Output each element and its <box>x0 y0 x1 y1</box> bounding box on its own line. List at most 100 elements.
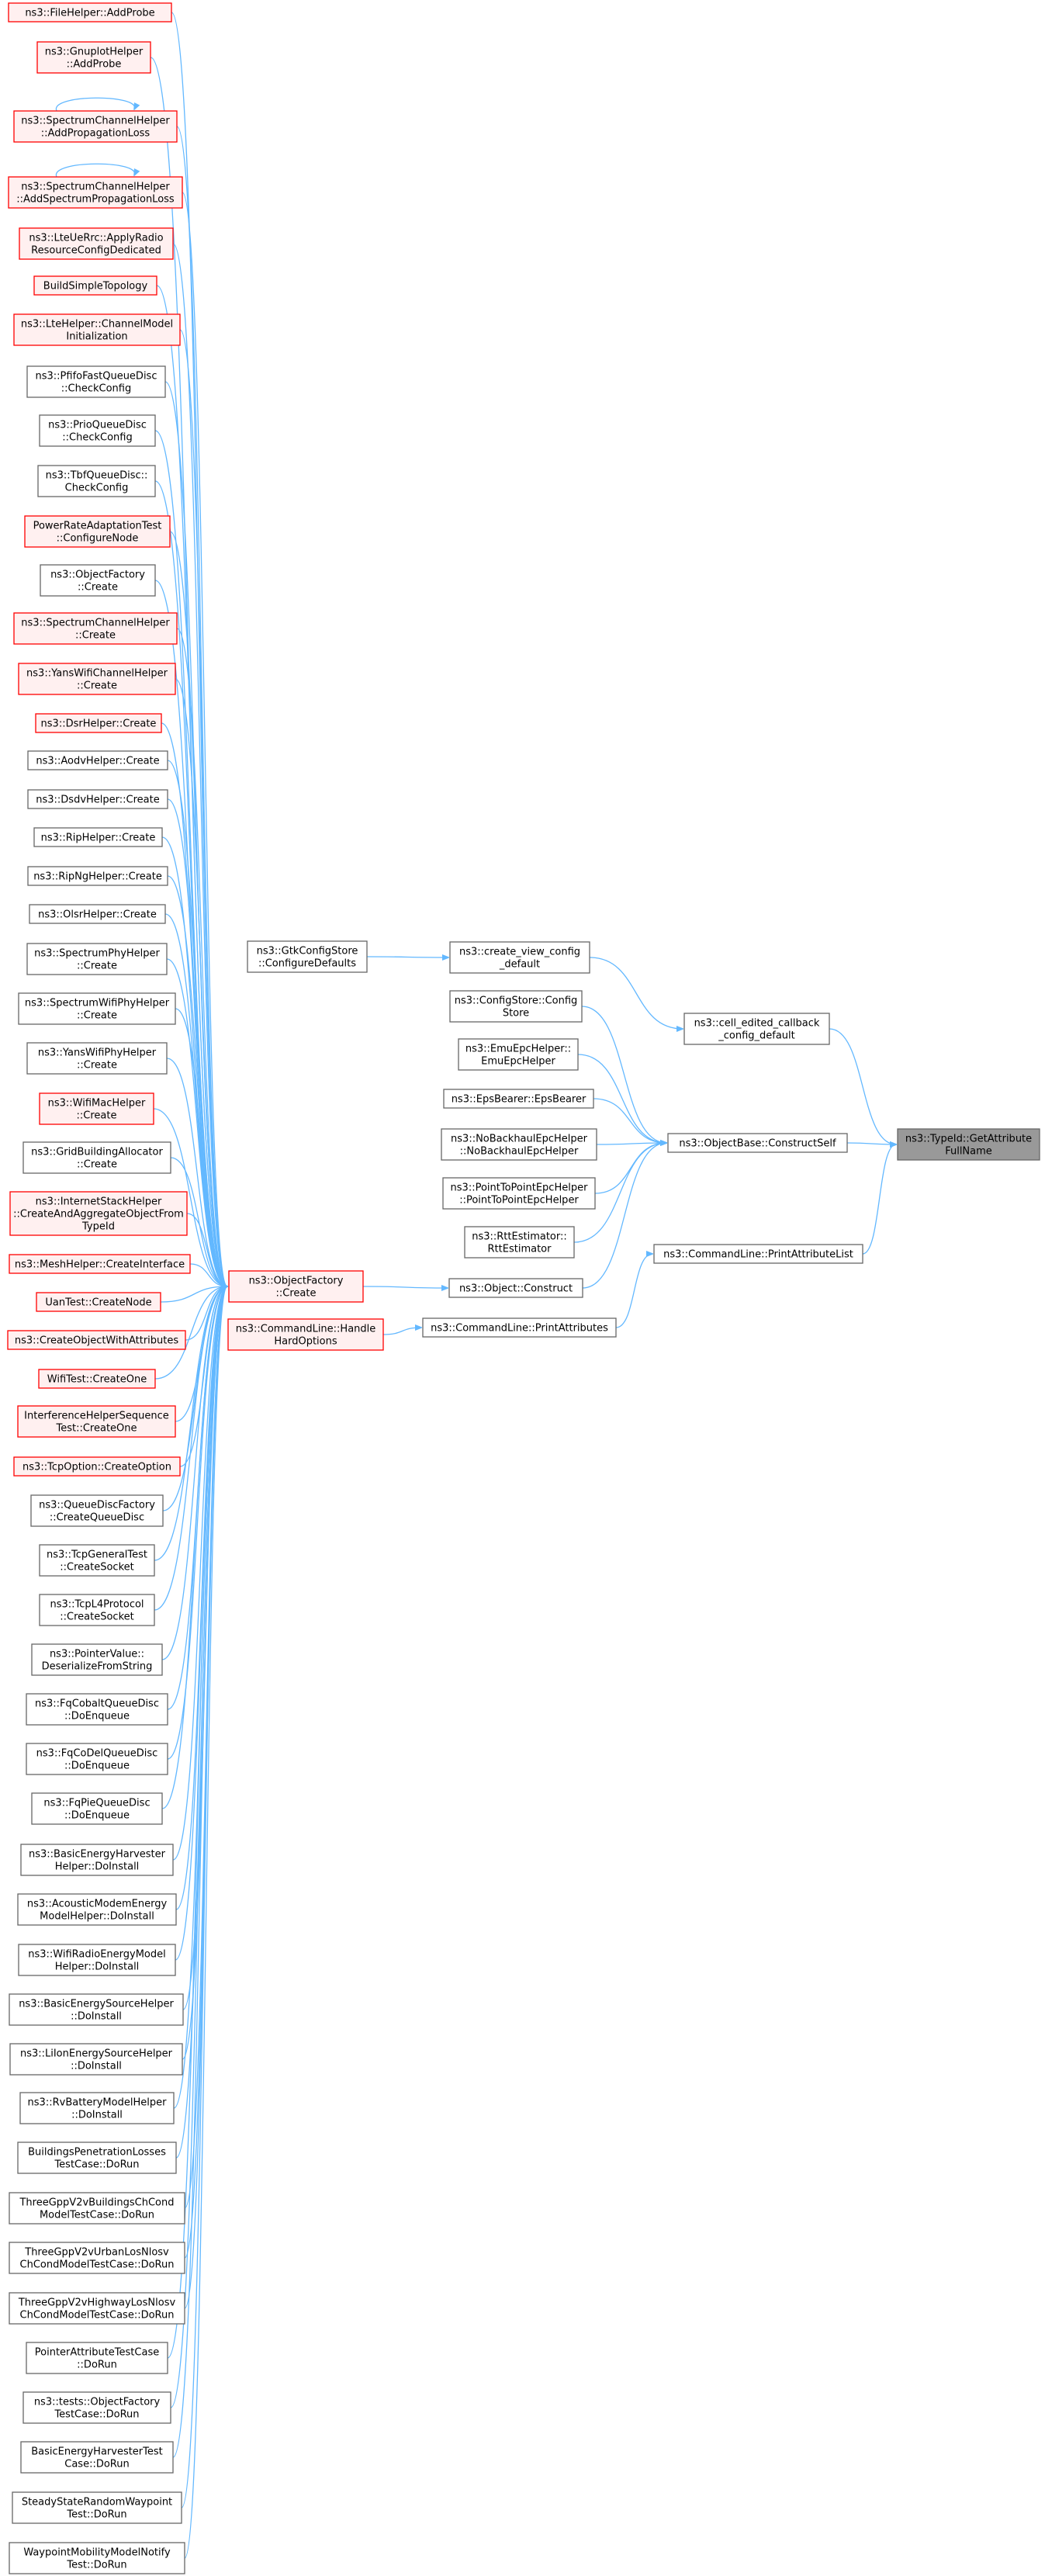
graph-node-uantest[interactable]: UanTest::CreateNode <box>36 1292 161 1312</box>
node-box <box>27 789 168 809</box>
graph-node-emuepc[interactable]: ns3::EmuEpcHelper::EmuEpcHelper <box>458 1038 579 1071</box>
edge-obj-construct-to-objbase-constructself <box>582 1143 666 1289</box>
node-label: ns3::DsrHelper::Create <box>41 718 157 730</box>
node-label: ns3::RipNgHelper::Create <box>33 871 162 883</box>
graph-node-pfifo[interactable]: ns3::PfifoFastQueueDisc::CheckConfig <box>26 365 166 398</box>
graph-node-rip-create[interactable]: ns3::RipHelper::Create <box>33 827 163 847</box>
graph-node-obj-construct[interactable]: ns3::Object::Construct <box>448 1278 583 1298</box>
node-label: ns3::SpectrumChannelHelper <box>21 182 170 193</box>
graph-node-wifiradio[interactable]: ns3::WifiRadioEnergyModelHelper::DoInsta… <box>18 1944 176 1976</box>
graph-node-aodv-create[interactable]: ns3::AodvHelper::Create <box>27 750 168 770</box>
node-box <box>667 1133 848 1153</box>
graph-node-yans-ch-create[interactable]: ns3::YansWifiChannelHelper::Create <box>18 663 176 695</box>
graph-node-buildingspen[interactable]: BuildingsPenetrationLossesTestCase::DoRu… <box>17 2141 177 2174</box>
graph-node-powerrate[interactable]: PowerRateAdaptationTest::ConfigureNode <box>24 515 171 548</box>
graph-node-fqpie[interactable]: ns3::FqPieQueueDisc::DoEnqueue <box>31 1792 163 1825</box>
graph-node-liion[interactable]: ns3::LiIonEnergySourceHelper::DoInstall <box>9 2043 183 2076</box>
graph-node-v2vurban[interactable]: ThreeGppV2vUrbanLosNlosvChCondModelTestC… <box>9 2242 185 2274</box>
graph-node-configstore[interactable]: ns3::ConfigStore::ConfigStore <box>449 990 583 1023</box>
graph-node-tcpoption[interactable]: ns3::TcpOption::CreateOption <box>13 1456 181 1477</box>
graph-node-objbase-constructself[interactable]: ns3::ObjectBase::ConstructSelf <box>667 1133 848 1153</box>
node-box <box>449 990 583 1023</box>
graph-node-tcpl4[interactable]: ns3::TcpL4Protocol::CreateSocket <box>39 1594 155 1626</box>
node-label: ::CreateSocket <box>60 1612 133 1623</box>
graph-node-createobjwithattr[interactable]: ns3::CreateObjectWithAttributes <box>7 1330 186 1350</box>
graph-node-rvbattery[interactable]: ns3::RvBatteryModelHelper::DoInstall <box>19 2092 175 2124</box>
graph-node-sch-addspec[interactable]: ns3::SpectrumChannelHelper::AddSpectrumP… <box>8 176 183 209</box>
node-label: ::CreateQueueDisc <box>50 1512 144 1524</box>
graph-node-cell-edited[interactable]: ns3::cell_edited_callback_config_default <box>683 1013 830 1045</box>
graph-node-nobackhaul[interactable]: ns3::NoBackhaulEpcHelper::NoBackhaulEpcH… <box>441 1128 597 1161</box>
graph-node-meshhelper[interactable]: ns3::MeshHelper::CreateInterface <box>9 1254 191 1274</box>
graph-node-acousticmodem[interactable]: ns3::AcousticModemEnergyModelHelper::DoI… <box>17 1893 177 1926</box>
node-label: ns3::BasicEnergyHarvester <box>29 1849 166 1861</box>
graph-node-rttestimator[interactable]: ns3::RttEstimator::RttEstimator <box>464 1226 575 1259</box>
graph-node-pointerattr[interactable]: PointerAttributeTestCase::DoRun <box>26 2342 168 2374</box>
graph-node-v2vbuildings[interactable]: ThreeGppV2vBuildingsChCondModelTestCase:… <box>9 2192 185 2225</box>
graph-node-sch-addprop[interactable]: ns3::SpectrumChannelHelper::AddPropagati… <box>13 110 178 143</box>
node-box <box>442 1177 596 1210</box>
node-box <box>897 1128 1040 1161</box>
graph-node-fh-addprobe[interactable]: ns3::FileHelper::AddProbe <box>8 2 172 23</box>
node-label: ns3::WifiMacHelper <box>48 1098 146 1110</box>
graph-node-fqcobalt[interactable]: ns3::FqCobaltQueueDisc::DoEnqueue <box>26 1693 168 1726</box>
node-label: ns3::OlsrHelper::Create <box>38 909 157 921</box>
graph-node-wifimac-create[interactable]: ns3::WifiMacHelper::Create <box>39 1092 154 1125</box>
graph-node-v2vhighway[interactable]: ThreeGppV2vHighwayLosNlosvChCondModelTes… <box>9 2292 185 2325</box>
node-box <box>18 992 176 1025</box>
graph-node-gtkconfig[interactable]: ns3::GtkConfigStore::ConfigureDefaults <box>247 940 368 973</box>
graph-node-p2pepc[interactable]: ns3::PointToPointEpcHelper::PointToPoint… <box>442 1177 596 1210</box>
node-label: Test::CreateOne <box>55 1423 137 1435</box>
node-label: ::DoInstall <box>71 2011 122 2023</box>
node-label: HardOptions <box>274 1336 337 1348</box>
edge-tcpgeneral-to-of-create-main <box>154 1286 227 1561</box>
graph-node-gh-addprobe[interactable]: ns3::GnuplotHelper::AddProbe <box>36 41 151 74</box>
graph-node-of-create-main[interactable]: ns3::ObjectFactory::Create <box>228 1270 364 1303</box>
node-label: Test::DoRun <box>66 2509 126 2521</box>
node-box <box>9 1993 184 2026</box>
graph-node-cmd-printattrs[interactable]: ns3::CommandLine::PrintAttributes <box>422 1317 617 1338</box>
node-label: ns3::CreateObjectWithAttributes <box>15 1335 178 1347</box>
graph-node-specphy-create[interactable]: ns3::SpectrumPhyHelper::Create <box>26 943 168 975</box>
graph-node-epsbearer[interactable]: ns3::EpsBearer::EpsBearer <box>443 1089 594 1109</box>
graph-node-qdfactory[interactable]: ns3::QueueDiscFactory::CreateQueueDisc <box>30 1494 164 1527</box>
graph-node-basicsource[interactable]: ns3::BasicEnergySourceHelper::DoInstall <box>9 1993 184 2026</box>
graph-node-sch-create[interactable]: ns3::SpectrumChannelHelper::Create <box>13 612 178 645</box>
graph-node-tcpgeneral[interactable]: ns3::TcpGeneralTest::CreateSocket <box>39 1544 155 1577</box>
graph-node-lterrc[interactable]: ns3::LteUeRrc::ApplyRadioResourceConfigD… <box>19 227 174 260</box>
graph-node-dsr-create[interactable]: ns3::DsrHelper::Create <box>35 713 162 733</box>
graph-node-basicharvester[interactable]: ns3::BasicEnergyHarvesterHelper::DoInsta… <box>20 1844 174 1876</box>
graph-node-inetstack[interactable]: ns3::InternetStackHelper::CreateAndAggre… <box>9 1191 188 1236</box>
graph-node-wifitest[interactable]: WifiTest::CreateOne <box>38 1369 156 1389</box>
graph-node-of-create1[interactable]: ns3::ObjectFactory::Create <box>40 564 156 597</box>
graph-node-specwifiphy-create[interactable]: ns3::SpectrumWifiPhyHelper::Create <box>18 992 176 1025</box>
node-label: PowerRateAdaptationTest <box>33 521 162 532</box>
graph-node-ltehelper[interactable]: ns3::LteHelper::ChannelModelInitializati… <box>13 313 181 346</box>
node-box <box>13 1456 181 1477</box>
graph-node-buildsimple[interactable]: BuildSimpleTopology <box>33 275 157 296</box>
node-label: FullName <box>945 1146 992 1158</box>
graph-node-prio[interactable]: ns3::PrioQueueDisc::CheckConfig <box>39 414 156 447</box>
graph-node-gridbuilding[interactable]: ns3::GridBuildingAllocator::Create <box>22 1141 171 1174</box>
node-box <box>9 2192 185 2225</box>
graph-node-cmd-printattrlist[interactable]: ns3::CommandLine::PrintAttributeList <box>653 1244 863 1264</box>
graph-node-interference[interactable]: InterferenceHelperSequenceTest::CreateOn… <box>17 1405 176 1438</box>
graph-node-pointervalue[interactable]: ns3::PointerValue::DeserializeFromString <box>31 1643 163 1676</box>
node-box <box>39 1544 155 1577</box>
node-label: ns3::YansWifiPhyHelper <box>38 1047 157 1059</box>
graph-node-olsr-create[interactable]: ns3::OlsrHelper::Create <box>29 904 166 924</box>
graph-node-create-view[interactable]: ns3::create_view_config_default <box>449 941 590 974</box>
node-label: ns3::InternetStackHelper <box>36 1196 162 1208</box>
graph-node-fqcodel[interactable]: ns3::FqCoDelQueueDisc::DoEnqueue <box>26 1743 168 1775</box>
graph-node-dsdv-create[interactable]: ns3::DsdvHelper::Create <box>27 789 168 809</box>
graph-node-tbf[interactable]: ns3::TbfQueueDisc::CheckConfig <box>37 465 156 497</box>
graph-node-ripng-create[interactable]: ns3::RipNgHelper::Create <box>27 866 168 886</box>
edge-sch-create-to-of-create-main <box>176 628 227 1286</box>
graph-node-yansphy-create[interactable]: ns3::YansWifiPhyHelper::Create <box>26 1042 168 1075</box>
